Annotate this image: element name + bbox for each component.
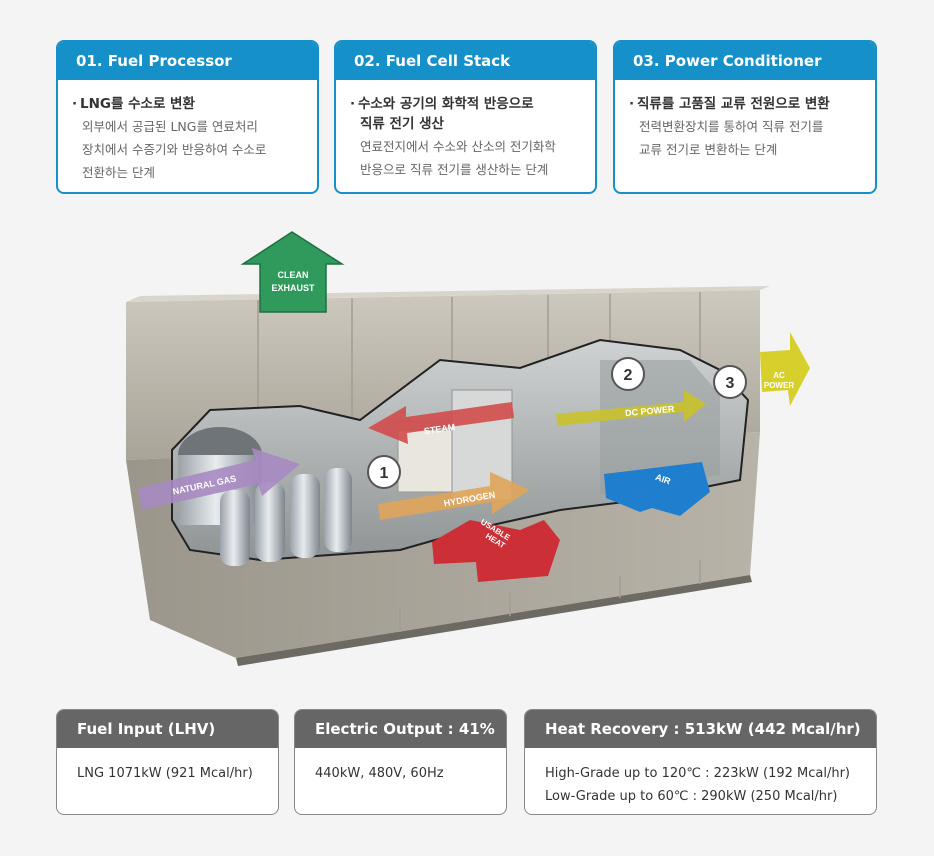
label-steam: STEAM: [423, 422, 456, 436]
card-heading: ·수소와 공기의 화학적 반응으로 직류 전기 생산: [350, 96, 534, 132]
spec-title: Fuel Input (LHV): [57, 710, 278, 748]
spec-electric-output: Electric Output : 41% 440kW, 480V, 60Hz: [294, 709, 507, 815]
label-exhaust: EXHAUST: [271, 283, 315, 293]
card-title: 01. Fuel Processor: [58, 42, 317, 80]
arrow-air: AIR: [604, 462, 710, 516]
card-heading: ·직류를 고품질 교류 전원으로 변환: [629, 96, 830, 112]
spec-values: High-Grade up to 120℃ : 223kW (192 Mcal/…: [545, 766, 850, 804]
gas-cylinders: [220, 468, 352, 566]
card-description: 외부에서 공급된 LNG를 연료처리 장치에서 수증기와 반응하여 수소로 전환…: [82, 119, 267, 180]
label-power: POWER: [764, 381, 794, 390]
spec-values: 440kW, 480V, 60Hz: [315, 766, 444, 781]
arrow-ac-power: AC POWER: [760, 332, 810, 406]
arrow-dc-power: DC POWER: [556, 390, 706, 426]
svg-text:3: 3: [726, 375, 735, 392]
svg-text:1: 1: [380, 465, 389, 482]
card-power-conditioner: 03. Power Conditioner ·직류를 고품질 교류 전원으로 변…: [613, 40, 877, 194]
card-description: 전력변환장치를 통하여 직류 전기를 교류 전기로 변환하는 단계: [639, 119, 824, 157]
spec-title: Heat Recovery : 513kW (442 Mcal/hr): [525, 710, 876, 748]
fuel-cell-diagram: CLEAN EXHAUST NATURAL GAS STEAM HYDROGEN…: [126, 231, 810, 666]
card-fuel-processor: 01. Fuel Processor ·LNG를 수소로 변환 외부에서 공급된…: [56, 40, 319, 194]
stage-marker-1: 1: [367, 455, 401, 489]
card-fuel-cell-stack: 02. Fuel Cell Stack ·수소와 공기의 화학적 반응으로 직류…: [334, 40, 597, 194]
label-ac: AC: [773, 371, 785, 380]
arrow-usable-heat: USABLE HEAT: [432, 517, 560, 582]
card-description: 연료전지에서 수소와 산소의 전기화학 반응으로 직류 전기를 생산하는 단계: [360, 139, 556, 177]
spec-heat-recovery: Heat Recovery : 513kW (442 Mcal/hr) High…: [524, 709, 877, 815]
label-clean: CLEAN: [278, 270, 309, 280]
spec-title: Electric Output : 41%: [295, 710, 506, 748]
svg-text:2: 2: [624, 367, 633, 384]
label-dc-power: DC POWER: [625, 404, 676, 418]
stage-marker-3: 3: [713, 365, 747, 399]
card-heading: ·LNG를 수소로 변환: [72, 96, 195, 112]
arrow-steam: STEAM: [368, 402, 514, 444]
spec-values: LNG 1071kW (921 Mcal/hr): [77, 766, 253, 781]
arrow-clean-exhaust: CLEAN EXHAUST: [240, 231, 345, 313]
spec-fuel-input: Fuel Input (LHV) LNG 1071kW (921 Mcal/hr…: [56, 709, 279, 815]
card-title: 03. Power Conditioner: [615, 42, 875, 80]
stage-marker-2: 2: [611, 357, 645, 391]
card-title: 02. Fuel Cell Stack: [336, 42, 595, 80]
arrow-natural-gas: NATURAL GAS: [138, 448, 300, 510]
